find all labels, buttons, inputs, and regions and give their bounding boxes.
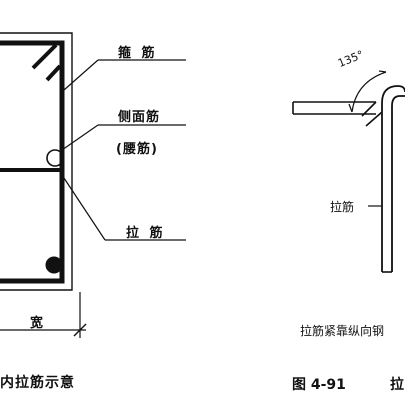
leader-tie — [61, 174, 106, 241]
stirrup-hook-1 — [31, 43, 58, 70]
label-stirrup: 箍 筋 — [118, 46, 158, 61]
angle-arrow-2 — [378, 70, 387, 73]
tie-bar-hook-outer — [391, 95, 405, 272]
longitudinal-bar — [292, 101, 376, 115]
bottom-longitudinal-bar — [45, 256, 63, 274]
dimension-tick — [73, 323, 87, 337]
figure-number: 图 4-91 — [292, 377, 346, 393]
angle-arrow-1 — [348, 103, 353, 113]
leader-stirrup — [63, 59, 99, 91]
note-text: 拉筋紧靠纵向钢 — [300, 324, 385, 338]
stirrup-hook-2 — [45, 64, 62, 82]
label-tie-bar: 拉 筋 — [126, 226, 166, 241]
left-caption: 内拉筋示意 — [0, 375, 75, 391]
section-outline — [0, 32, 73, 291]
right-caption: 拉 — [390, 377, 404, 393]
hook-detail — [292, 70, 405, 273]
stirrup-bar — [0, 40, 65, 284]
leader-side-bar — [61, 124, 99, 151]
side-bar-circle — [46, 149, 64, 167]
label-waist-bar: (腰筋) — [116, 142, 158, 157]
hook-tail — [361, 101, 383, 127]
tie-label: 拉筋 — [330, 200, 355, 214]
angle-arc — [351, 71, 387, 113]
label-width: 宽 — [30, 316, 47, 331]
beam-section — [0, 32, 186, 338]
label-side-bar: 侧面筋 — [118, 110, 161, 125]
tie-bar-hook — [381, 85, 405, 272]
